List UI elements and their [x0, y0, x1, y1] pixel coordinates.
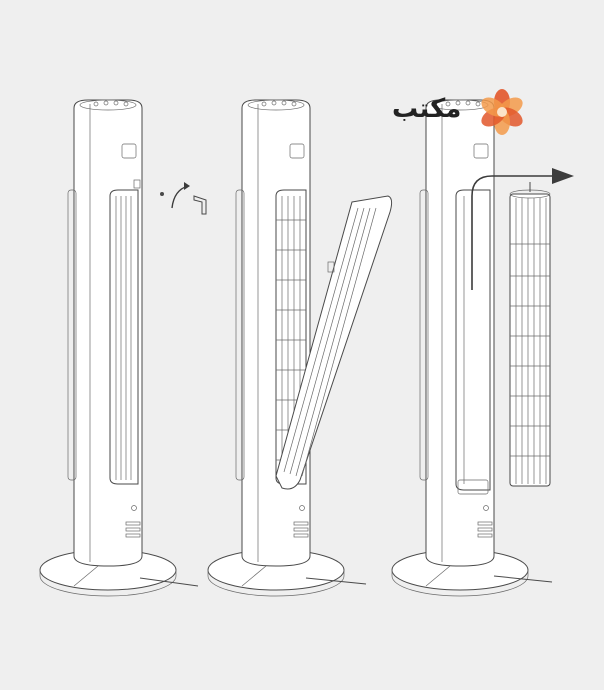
screw-removal-arrow: [160, 182, 207, 215]
watermark-logo-icon: [481, 89, 523, 135]
power-cords: [139, 575, 553, 587]
watermark-text: مكتب: [392, 94, 462, 124]
detached-rear-grille: [275, 195, 393, 490]
pull-out-arrow: [471, 168, 574, 290]
fan-wheel: [509, 182, 551, 487]
tower-step-3: [391, 99, 529, 597]
tower-step-1: [39, 99, 177, 597]
